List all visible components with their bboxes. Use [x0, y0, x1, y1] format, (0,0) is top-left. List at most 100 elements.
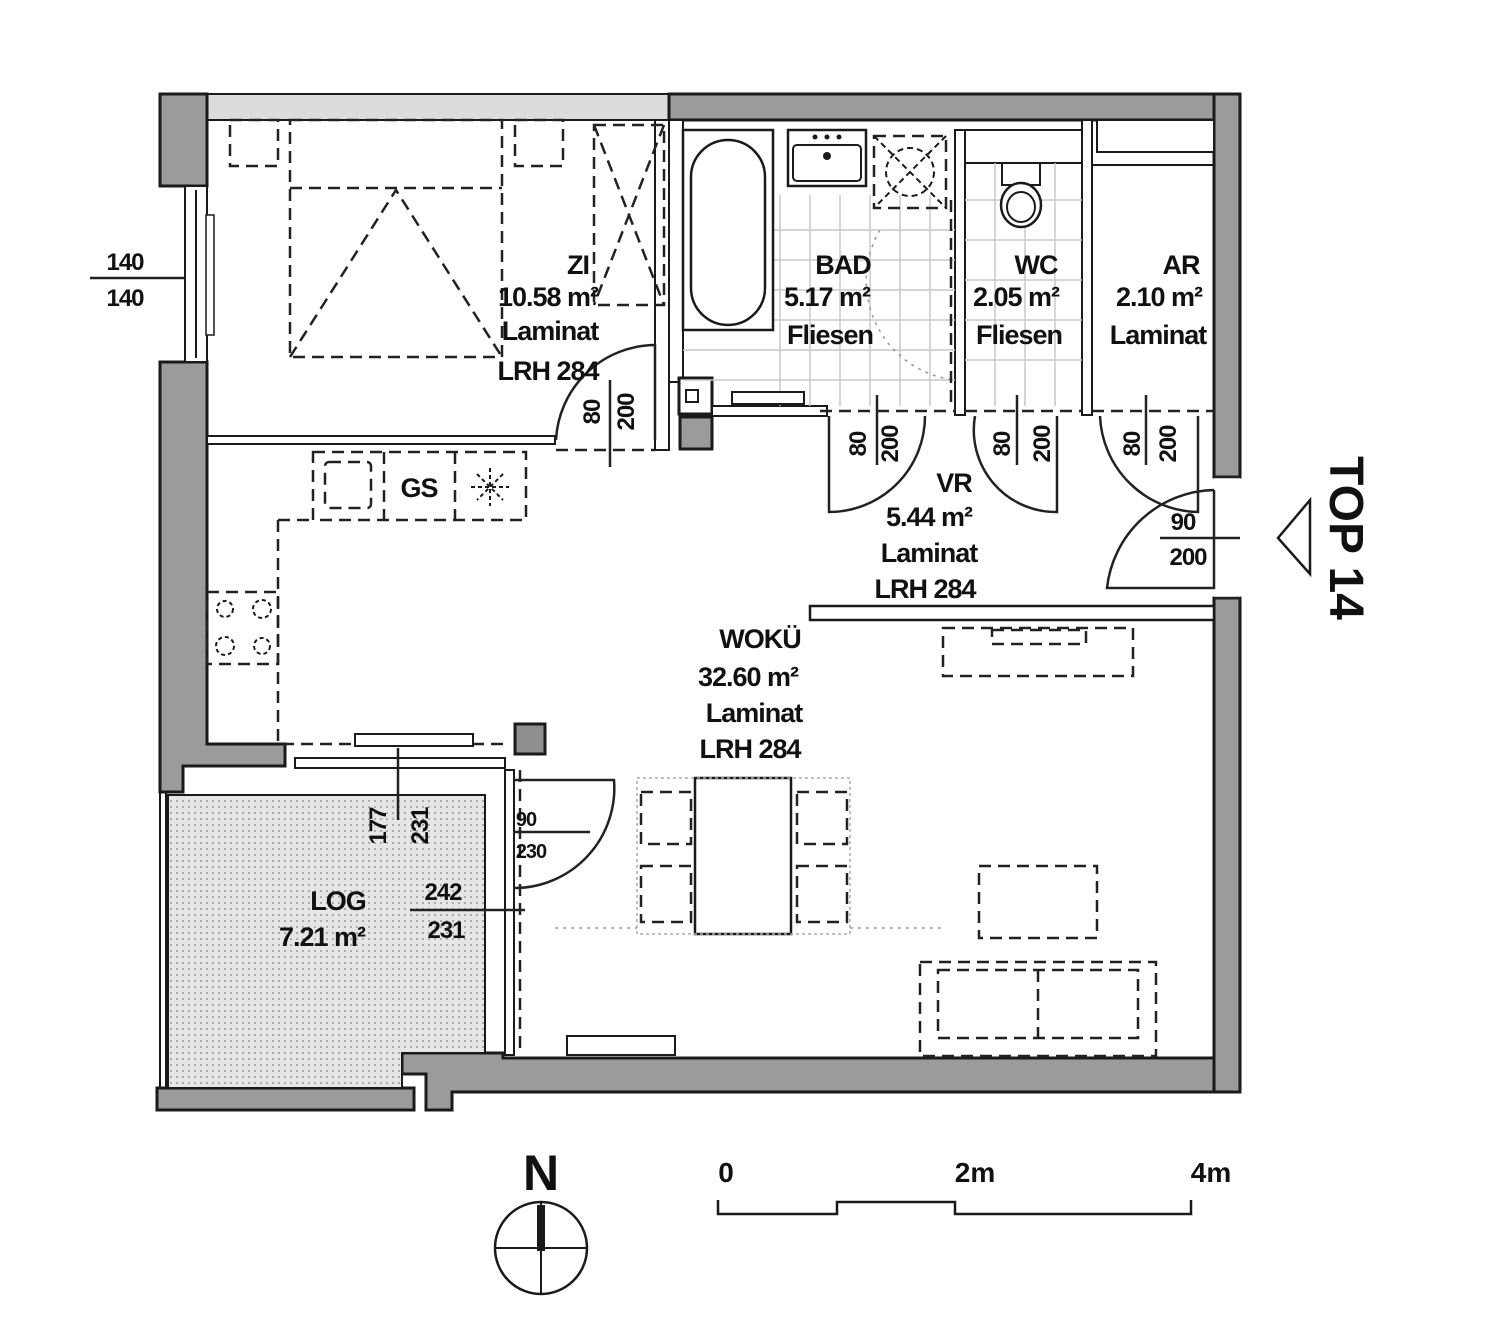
room-vr-area: 5.44 m²	[886, 502, 973, 532]
wall-top-light	[206, 93, 670, 121]
room-zi-floor: Laminat	[502, 316, 600, 346]
room-wc-area: 2.05 m²	[973, 282, 1060, 312]
coffee-table	[977, 864, 1099, 940]
wardrobe	[592, 123, 666, 307]
dim-door-bad-width: 80	[845, 431, 872, 456]
room-ar-name: AR	[1163, 250, 1200, 280]
entry-triangle-icon	[1276, 496, 1312, 578]
room-vr-name: VR	[936, 468, 972, 498]
wc-fixtures	[949, 162, 1082, 406]
wall-left-top	[158, 92, 209, 188]
dim-door-wc-height: 200	[1029, 425, 1056, 463]
dim-door-zi-width: 80	[579, 399, 606, 424]
tv-board	[941, 626, 1135, 678]
dim-door-ar-width: 80	[1119, 431, 1146, 456]
dim-door-entry-width: 90	[1171, 509, 1196, 536]
chair	[795, 864, 849, 924]
north-arrow: N	[493, 1145, 589, 1296]
fixture-gs: GS	[400, 473, 437, 503]
dim-door-ar-height: 200	[1155, 425, 1182, 463]
dim-window-zi-bottom: 140	[106, 285, 144, 312]
loggia	[167, 794, 486, 1089]
chair	[795, 790, 849, 846]
room-woku-height: LRH 284	[699, 734, 801, 764]
door-log	[513, 778, 616, 890]
toilet-tank	[1001, 162, 1041, 186]
doors	[396, 343, 1240, 1055]
room-bad-area: 5.17 m²	[784, 282, 871, 312]
dim-door-wc-width: 80	[989, 431, 1016, 456]
wall-bad-left	[668, 119, 684, 383]
room-zi-name: ZI	[567, 250, 589, 280]
dim-door-entry-height: 200	[1169, 544, 1207, 571]
room-vr-height: LRH 284	[874, 574, 976, 604]
room-bad-floor: Fliesen	[787, 320, 873, 350]
door-entry	[1105, 488, 1216, 590]
dim-window-log-top-height: 231	[407, 807, 434, 845]
dim-door-zi-height: 200	[613, 393, 640, 431]
scale-label-2m: 2m	[955, 1157, 995, 1188]
dim-door-log-width: 90	[516, 809, 537, 831]
room-vr-floor: Laminat	[881, 538, 979, 568]
window-log-top	[294, 757, 506, 769]
radiator-bad	[731, 391, 805, 405]
wall-loggia-bottom	[155, 1086, 416, 1112]
scale-label-4m: 4m	[1191, 1157, 1231, 1188]
loggia-floor	[167, 794, 486, 1089]
wall-right-top	[1212, 92, 1242, 479]
door-bad	[827, 415, 927, 514]
room-bad-name: BAD	[815, 250, 871, 280]
nightstand-left	[228, 118, 280, 168]
wall-vr-woku	[808, 604, 1216, 622]
room-zi-height: LRH 284	[497, 356, 599, 386]
room-log-area: 7.21 m²	[279, 922, 366, 952]
wc-shelf	[964, 129, 1083, 164]
washing-machine	[872, 134, 948, 210]
kitchen-counter-top	[311, 450, 528, 522]
chair	[639, 790, 693, 846]
wall-right-bottom	[1212, 596, 1242, 1094]
dimension-labels: 140 140 80 200 80 200 80 200 80 200 90 2…	[106, 249, 1208, 944]
door-ar	[1098, 415, 1200, 514]
bed	[288, 118, 504, 359]
radiator-bottom	[566, 1035, 676, 1056]
room-labels: ZI 10.58 m² Laminat LRH 284 BAD 5.17 m² …	[279, 250, 1208, 952]
radiator-woku	[354, 733, 474, 747]
bathroom	[681, 128, 956, 406]
plan-title: TOP 14	[1319, 456, 1372, 620]
ar-shelf	[1096, 119, 1215, 153]
wall-left-mid	[158, 360, 287, 794]
scale-label-0: 0	[718, 1157, 734, 1188]
dim-window-log-top-width: 177	[365, 807, 392, 845]
dining-table	[693, 776, 793, 936]
wall-top	[667, 92, 1242, 122]
north-label: N	[523, 1145, 559, 1201]
dim-window-log-side-height: 231	[427, 917, 465, 944]
room-woku-floor: Laminat	[706, 698, 804, 728]
wall-zi-bottom	[206, 435, 556, 445]
wall-wc-ar	[1081, 119, 1093, 416]
shaft-column	[678, 415, 714, 451]
scale-bar: 0 2m 4m	[716, 1157, 1231, 1216]
wall-bad-wc	[954, 129, 966, 416]
chair	[639, 864, 693, 924]
room-woku-area: 32.60 m²	[698, 662, 799, 692]
window-woku-loggia	[504, 769, 515, 1056]
zi-furniture	[228, 118, 666, 359]
woku-furniture	[205, 450, 1158, 1058]
sofa	[918, 960, 1158, 1058]
room-ar-floor: Laminat	[1110, 320, 1208, 350]
nightstand-right	[513, 118, 565, 168]
fridge-icon	[471, 468, 509, 506]
dim-window-zi-top: 140	[106, 249, 144, 276]
door-zi	[554, 343, 657, 441]
scale-bar-line	[716, 1200, 1193, 1216]
column	[513, 722, 547, 756]
room-woku-name: WOKÜ	[719, 624, 800, 654]
room-ar-area: 2.10 m²	[1116, 282, 1203, 312]
dim-window-log-side-width: 242	[424, 879, 462, 906]
door-wc	[972, 415, 1059, 514]
room-zi-area: 10.58 m²	[498, 282, 599, 312]
room-wc-floor: Fliesen	[976, 320, 1062, 350]
